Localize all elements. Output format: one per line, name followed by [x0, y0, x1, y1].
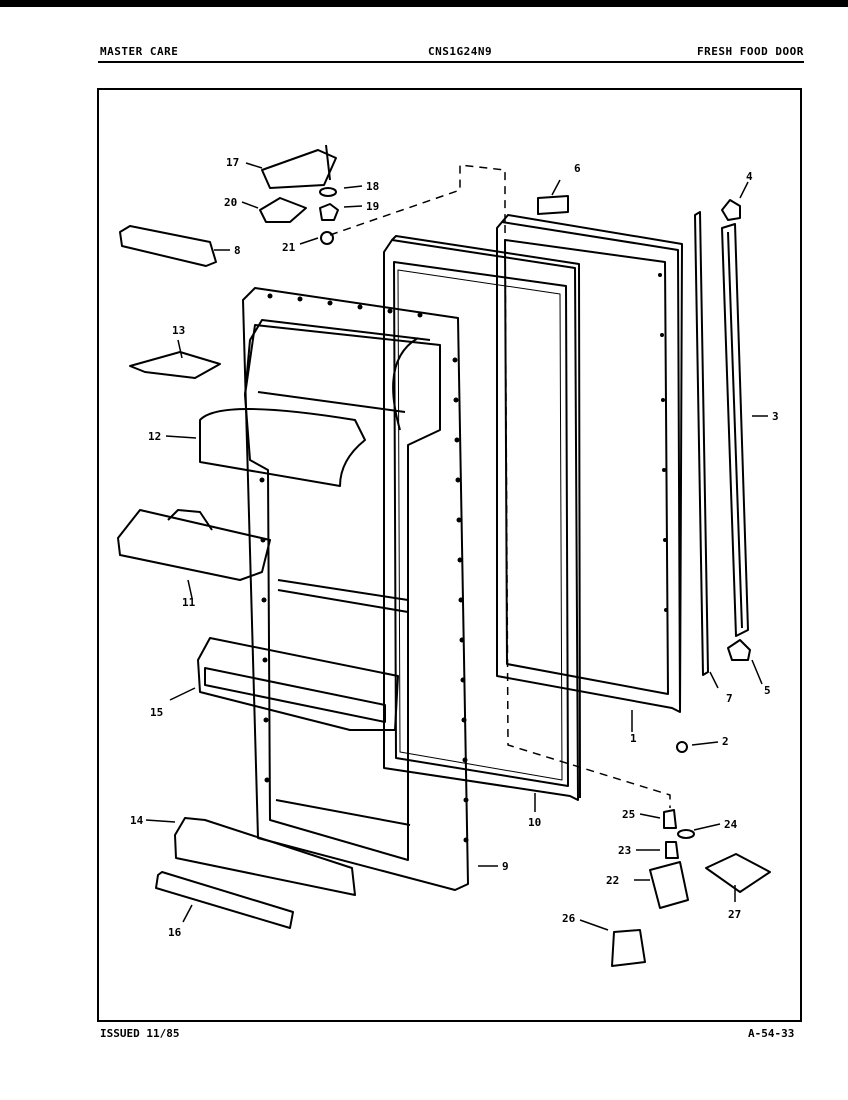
section-title: FRESH FOOD DOOR	[697, 45, 804, 58]
callout-18: 18	[366, 180, 379, 193]
dashed-leader-bottom	[504, 224, 671, 808]
dashed-leader-hinge	[329, 164, 506, 236]
hinge-stud	[665, 841, 679, 859]
callout-23: 23	[618, 844, 631, 857]
callout-22: 22	[606, 874, 619, 887]
bottom-hinge	[649, 861, 689, 909]
closure-bracket	[119, 225, 217, 267]
diagram-frame	[97, 88, 802, 1022]
callout-13: 13	[172, 324, 185, 337]
hinge-pin-bushing	[663, 809, 677, 829]
callout-2: 2	[722, 735, 729, 748]
callout-26: 26	[562, 912, 576, 925]
callout-9: 9	[502, 860, 509, 873]
callout-21: 21	[282, 241, 296, 254]
callout-labels: 1 2 3 4 5 6 7 8 9 10 11 12 13 14 15 16 1…	[130, 156, 779, 939]
callout-5: 5	[764, 684, 771, 697]
handle-trim	[721, 223, 749, 637]
model-number: CNS1G24N9	[428, 45, 493, 58]
callout-7: 7	[726, 692, 733, 705]
callout-10: 10	[528, 816, 541, 829]
hinge-pin	[325, 144, 331, 181]
callout-24: 24	[724, 818, 738, 831]
callout-14: 14	[130, 814, 144, 827]
door-gasket	[383, 235, 581, 801]
callout-25: 25	[622, 808, 635, 821]
callout-15: 15	[150, 706, 163, 719]
outer-door-panel	[496, 214, 683, 713]
hinge-washer	[677, 829, 695, 839]
brand-label: MASTER CARE	[100, 45, 179, 58]
callout-6: 6	[574, 162, 581, 175]
nameplate	[537, 195, 569, 215]
page-code: A-54-33	[748, 1027, 795, 1040]
dairy-door	[199, 408, 366, 487]
leader-arrows	[145, 162, 768, 931]
callout-1: 1	[630, 732, 637, 745]
hinge-plate	[705, 853, 771, 893]
callout-27: 27	[728, 908, 741, 921]
top-end-cap	[721, 199, 741, 221]
washer	[319, 187, 337, 197]
inner-door-liner	[242, 287, 469, 891]
callout-17: 17	[226, 156, 239, 169]
handle-rod	[694, 211, 709, 676]
door-shelf	[197, 637, 399, 731]
callout-19: 19	[366, 200, 379, 213]
callout-16: 16	[168, 926, 182, 939]
top-border-bar	[0, 0, 848, 7]
header-rule	[98, 61, 804, 63]
callout-8: 8	[234, 244, 241, 257]
liner-fastener-dots	[259, 273, 668, 843]
callout-20: 20	[224, 196, 237, 209]
issued-date: ISSUED 11/85	[100, 1027, 180, 1040]
callout-12: 12	[148, 430, 161, 443]
plug	[676, 741, 688, 753]
nut	[320, 231, 334, 245]
shelf-cover	[129, 351, 221, 379]
callout-4: 4	[746, 170, 753, 183]
callout-3: 3	[772, 410, 779, 423]
bottom-shelf	[174, 817, 356, 896]
hinge-spacer	[611, 929, 646, 967]
callout-11: 11	[182, 596, 196, 609]
top-hinge	[261, 149, 337, 189]
egg-tray	[117, 509, 271, 581]
bushing	[319, 203, 339, 221]
shelf-trim	[155, 871, 294, 929]
bottom-end-cap	[727, 639, 751, 661]
shim-plate	[259, 197, 307, 223]
